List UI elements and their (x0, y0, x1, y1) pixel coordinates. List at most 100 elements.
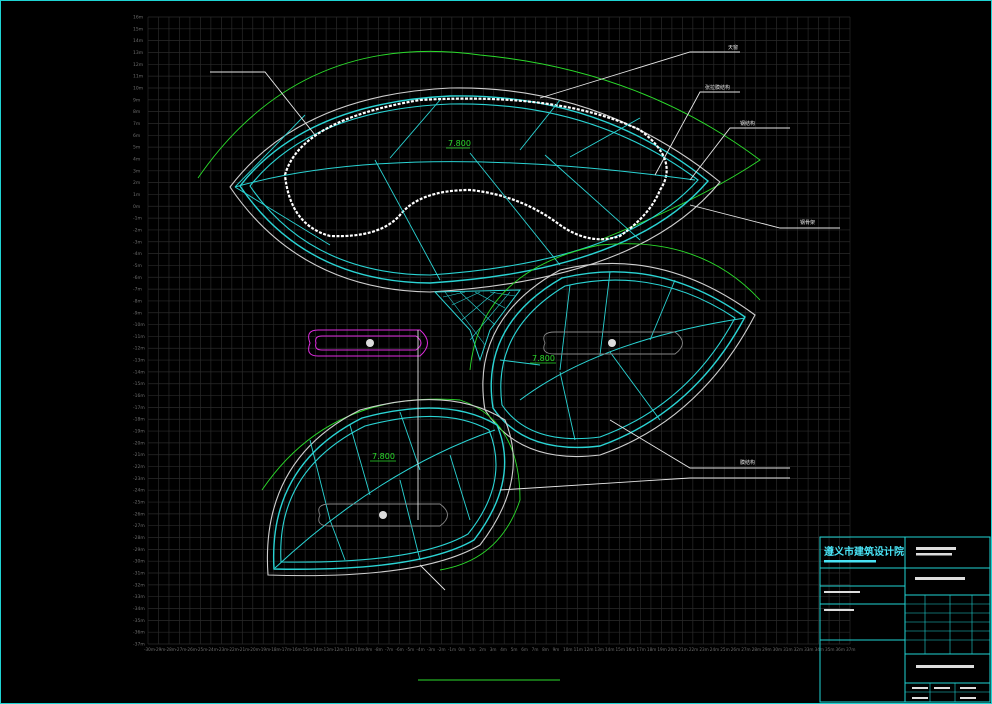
x-axis-tick-label: -10m (354, 647, 365, 652)
x-axis-tick-label: -30m (144, 647, 155, 652)
y-axis-tick-label: 14m (133, 38, 143, 44)
x-axis-tick-label: -23m (217, 647, 228, 652)
x-axis-tick-label: 30m (773, 647, 782, 652)
x-axis-tick-label: 22m (689, 647, 698, 652)
y-axis-tick-label: -1m (133, 216, 142, 222)
callout-frame: 钢骨架 (800, 219, 815, 226)
x-axis-tick-label: -8m (375, 647, 383, 652)
x-axis-tick-label: -11m (343, 647, 354, 652)
y-axis-tick-label: 6m (133, 133, 140, 139)
y-axis-tick-label: -4m (133, 251, 142, 257)
left-leaf-canopy: 7.800 (261, 398, 521, 577)
x-axis-tick-label: 11m (574, 647, 583, 652)
y-axis-tick-label: -16m (133, 393, 145, 399)
skylight-outline (283, 97, 668, 241)
x-axis-tick-label: -22m (228, 647, 239, 652)
x-axis-tick-label: 13m (595, 647, 604, 652)
y-axis-tick-label: -29m (133, 547, 145, 553)
left-leaf-ribs (309, 411, 471, 561)
x-axis-tick-label: -20m (249, 647, 260, 652)
y-axis-tick-label: -25m (133, 500, 145, 506)
callout-leaders (210, 51, 840, 591)
x-axis-tick-label: -28m (165, 647, 176, 652)
left-leaf-gutter-outer (272, 407, 506, 570)
y-axis-tick-label: -36m (133, 630, 145, 636)
y-axis-tick-label: -31m (133, 571, 145, 577)
y-axis-tick-label: -35m (133, 618, 145, 624)
top-leaf-canopy: 7.800 (197, 50, 761, 362)
x-axis-tick-label: -14m (312, 647, 323, 652)
y-axis-tick-label: -33m (133, 594, 145, 600)
top-leaf-midrib (234, 161, 696, 188)
x-axis-tick-label: 16m (626, 647, 635, 652)
right-leaf-canopy: 7.800 (469, 243, 761, 458)
x-axis-tick-label: 37m (846, 647, 855, 652)
x-axis-tick-label: -2m (437, 647, 445, 652)
y-axis-tick-label: -11m (133, 334, 145, 340)
y-axis-tick-label: 15m (133, 26, 143, 32)
right-leaf-gutter-outer (490, 271, 746, 449)
x-axis-tick-label: 25m (720, 647, 729, 652)
y-axis-tick-label: -6m (133, 275, 142, 281)
callout-skylight: 天窗 (728, 44, 738, 51)
right-leaf-outer-edge (482, 262, 756, 458)
top-leaf-elevation: 7.800 (448, 139, 471, 148)
x-axis-tick-label: 32m (794, 647, 803, 652)
x-axis-tick-label: 0m (458, 647, 465, 652)
callout-membrane-structure: 膜结构 (740, 459, 755, 466)
x-axis-tick-label: -15m (301, 647, 312, 652)
y-axis-tick-label: -13m (133, 358, 145, 364)
y-axis-tick-label: -37m (133, 642, 145, 648)
company-name: 遵义市建筑设计院 (824, 545, 904, 558)
connector-truss-hatch (442, 291, 516, 346)
callout-texts: 天窗 张拉膜结构 钢结构 钢骨架 膜结构 (705, 44, 815, 466)
x-axis-tick-label: 12m (584, 647, 593, 652)
x-axis-tick-label: -9m (364, 647, 372, 652)
y-axis-tick-label: -24m (133, 488, 145, 494)
y-axis-tick-label: 9m (133, 97, 140, 103)
x-axis-tick-label: 14m (605, 647, 614, 652)
y-axis-tick-label: -5m (133, 263, 142, 269)
y-axis-tick-label: -10m (133, 322, 145, 328)
x-axis-tick-label: 26m (731, 647, 740, 652)
y-axis-tick-label: 3m (133, 168, 140, 174)
x-axis-tick-label: -7m (385, 647, 393, 652)
x-axis-tick-label: 7m (532, 647, 539, 652)
x-axis-tick-label: 33m (804, 647, 813, 652)
left-leaf-midrib (274, 429, 496, 569)
left-leaf-elevation: 7.800 (372, 452, 395, 461)
x-axis-tick-label: -21m (238, 647, 249, 652)
magenta-detail-symbol (308, 329, 428, 357)
y-axis-tick-label: 8m (133, 109, 140, 115)
x-axis-tick-label: 31m (783, 647, 792, 652)
x-axis-tick-label: 15m (615, 647, 624, 652)
x-axis-tick-label: 27m (741, 647, 750, 652)
y-axis-tick-label: -12m (133, 346, 145, 352)
y-axis-tick-label: -8m (133, 298, 142, 304)
y-axis-tick-label: -15m (133, 381, 145, 387)
x-axis-tick-label: 20m (668, 647, 677, 652)
y-axis-tick-label: -23m (133, 476, 145, 482)
y-axis-tick-label: -32m (133, 582, 145, 588)
x-axis-tick-label: 6m (521, 647, 528, 652)
x-axis-tick-label: 35m (825, 647, 834, 652)
top-leaf-gutter-outer (239, 95, 710, 284)
x-axis-tick-label: -29m (154, 647, 165, 652)
x-axis-tick-label: 28m (752, 647, 761, 652)
x-axis-labels: -30m-29m-28m-27m-26m-25m-24m-23m-22m-21m… (144, 647, 855, 652)
top-leaf-ribs (234, 99, 641, 281)
y-axis-tick-label: 11m (133, 74, 143, 80)
x-axis-tick-label: 24m (710, 647, 719, 652)
y-axis-tick-label: -18m (133, 417, 145, 423)
x-axis-tick-label: 21m (678, 647, 687, 652)
y-axis-tick-label: -7m (133, 287, 142, 293)
y-axis-tick-label: 10m (133, 85, 143, 91)
grey-detail-symbol-right (543, 331, 683, 355)
x-axis-tick-label: 19m (657, 647, 666, 652)
y-axis-tick-label: -19m (133, 429, 145, 435)
x-axis-tick-label: 9m (553, 647, 560, 652)
x-axis-tick-label: -18m (270, 647, 281, 652)
y-axis-tick-label: -9m (133, 310, 142, 316)
